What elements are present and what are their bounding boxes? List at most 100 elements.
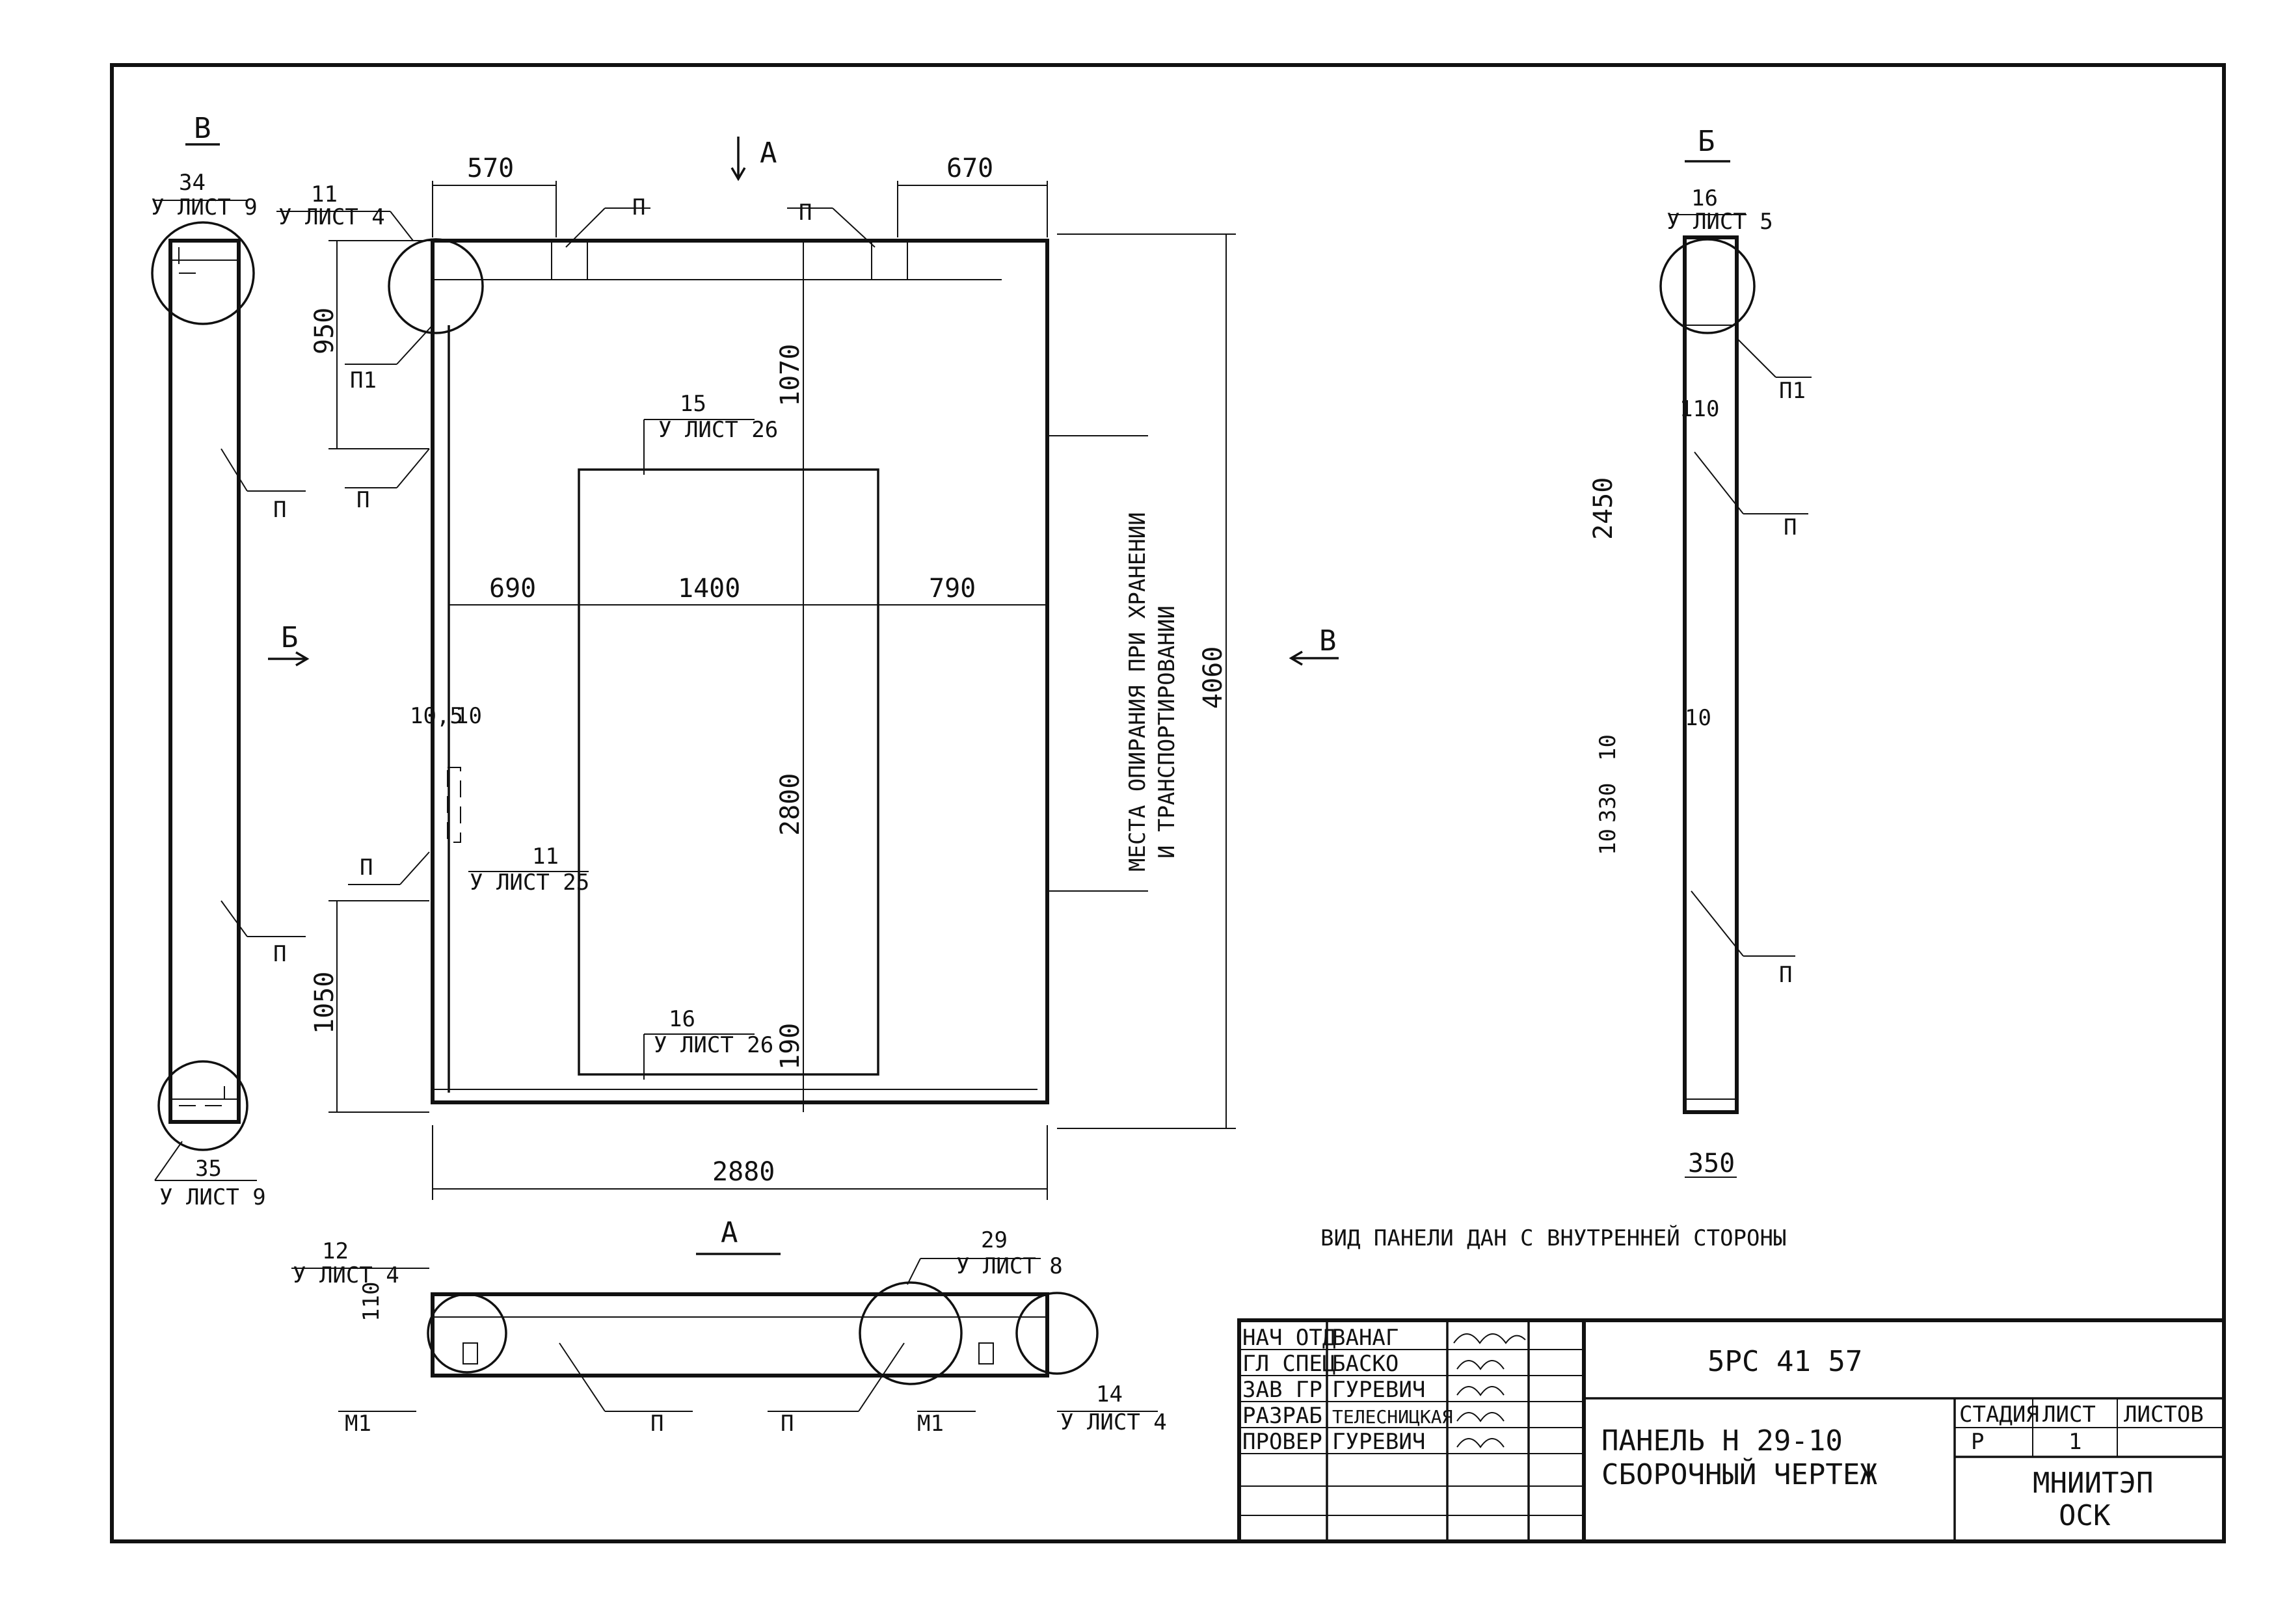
callout-34-ref: У ЛИСТ 9: [151, 194, 258, 220]
dim-10-left: 10: [455, 703, 482, 729]
dim-670: 670: [946, 153, 993, 183]
dim-side-330: 330: [1595, 783, 1621, 823]
callout-29-num: 29: [981, 1227, 1008, 1253]
callout-16b-ref: У ЛИСТ 5: [1667, 209, 1773, 235]
dim-790: 790: [929, 574, 976, 604]
signature-0: [1453, 1333, 1526, 1344]
mark-p-m4: П: [360, 855, 373, 881]
callout-11b-ref: У ЛИСТ 25: [470, 870, 589, 896]
detail-circle-11: [388, 238, 484, 334]
role-1: ГЛ СПЕЦ: [1242, 1351, 1335, 1377]
view-v-outline: [168, 239, 241, 1124]
view-a-mark: А: [721, 1216, 738, 1249]
dim-sec-110: 110: [358, 1282, 384, 1322]
callout-15-num: 15: [680, 391, 706, 417]
signature-3: [1456, 1412, 1505, 1422]
arrow-v-mark: В: [1319, 624, 1337, 658]
callout-16-ref: У ЛИСТ 26: [654, 1032, 773, 1058]
mark-p1-m: П1: [350, 367, 377, 393]
dim-side-10b: 10: [1595, 734, 1621, 761]
section-a-outline: [431, 1292, 1049, 1378]
callout-12-num: 12: [322, 1238, 349, 1264]
dim-570: 570: [467, 153, 514, 183]
callout-16b-num: 16: [1691, 185, 1718, 211]
callout-11-num: 11: [311, 181, 338, 207]
role-2: ЗАВ ГР: [1242, 1377, 1322, 1403]
view-v-mark: В: [194, 112, 211, 145]
mark-m1-right: М1: [917, 1411, 944, 1437]
dim-190: 190: [775, 1023, 805, 1070]
dim-1400: 1400: [678, 574, 740, 604]
sheet-label: ЛИСТ: [2042, 1402, 2096, 1428]
callout-14-ref: У ЛИСТ 4: [1060, 1409, 1167, 1435]
name-0: ВАНАГ: [1332, 1325, 1399, 1351]
view-v: В П П 34 У ЛИСТ 9 35 У ЛИСТ 9 Б: [151, 112, 310, 1210]
dim-2800: 2800: [775, 773, 805, 836]
mark-m1-left: М1: [345, 1411, 371, 1437]
support-note-line1: МЕСТА ОПИРАНИЯ ПРИ ХРАНЕНИИ: [1125, 512, 1151, 872]
dim-950: 950: [310, 308, 340, 354]
view-b-outline: [1683, 235, 1739, 1114]
mark-p-m1: П: [632, 194, 645, 220]
mark-p-v2: П: [273, 941, 286, 967]
door-opening: [578, 468, 879, 1076]
view-b: Б 16 У ЛИСТ 5 П1 П П 110 2450 10 10 330 …: [1588, 125, 1812, 1178]
dim-2880: 2880: [712, 1157, 775, 1187]
org-line2: ОСК: [2059, 1499, 2111, 1532]
view-caption: ВИД ПАНЕЛИ ДАН С ВНУТРЕННЕЙ СТОРОНЫ: [1320, 1225, 1786, 1251]
stage-label: СТАДИЯ: [1959, 1402, 2039, 1428]
sheets-label: ЛИСТОВ: [2124, 1402, 2204, 1428]
callout-35-num: 35: [195, 1156, 222, 1182]
dim-105: 10,5: [410, 703, 463, 729]
mark-p-m3: П: [356, 487, 369, 513]
org-line1: МНИИТЭП: [2033, 1467, 2153, 1500]
role-3: РАЗРАБ: [1242, 1403, 1322, 1429]
name-1: БАСКО: [1332, 1351, 1399, 1377]
signature-2: [1456, 1386, 1505, 1396]
sheet-frame: [110, 63, 2226, 1543]
main-view: 570 670 А 950 1050 1070 2800 190 690 140…: [276, 137, 1339, 1200]
dim-690: 690: [489, 574, 536, 604]
arrow-a-mark: А: [760, 137, 777, 170]
role-0: НАЧ ОТД: [1242, 1325, 1335, 1351]
dim-1070: 1070: [775, 344, 805, 406]
dim-side-10a: 10: [1685, 705, 1711, 731]
detail-circle-34: [151, 221, 255, 325]
name-2: ГУРЕВИЧ: [1332, 1377, 1425, 1403]
doc-title-line2: СБОРОЧНЫЙ ЧЕРТЕЖ: [1601, 1457, 1877, 1491]
detail-circle-35: [157, 1060, 248, 1151]
dim-side-110: 110: [1680, 396, 1719, 422]
dim-side-10c: 10: [1595, 829, 1621, 855]
detail-circle-29: [859, 1281, 963, 1385]
callout-11b-num: 11: [532, 844, 559, 870]
role-4: ПРОВЕР: [1242, 1429, 1322, 1455]
callout-35-ref: У ЛИСТ 9: [159, 1184, 266, 1210]
doc-title-line1: ПАНЕЛЬ Н 29-10: [1601, 1424, 1843, 1458]
mark-p-m2: П: [799, 200, 812, 226]
sheet-value: 1: [2068, 1429, 2082, 1455]
signature-1: [1456, 1360, 1505, 1370]
detail-circle-12: [427, 1293, 507, 1374]
section-a: А 12 У ЛИСТ 4 29 У ЛИСТ 8 14 У ЛИСТ 4 11…: [291, 1216, 1167, 1437]
mark-p-b2: П: [1779, 962, 1792, 988]
mark-p-b1: П: [1784, 514, 1797, 540]
name-3: ТЕЛЕСНИЦКАЯ: [1332, 1406, 1452, 1428]
dim-side-350: 350: [1688, 1149, 1735, 1178]
dim-4060: 4060: [1198, 646, 1228, 709]
dim-1050: 1050: [310, 972, 340, 1034]
mark-p1-b: П1: [1779, 378, 1806, 404]
callout-14-num: 14: [1096, 1381, 1123, 1407]
signature-4: [1456, 1438, 1505, 1448]
stage-value: Р: [1971, 1429, 1984, 1455]
support-note-line2: И ТРАНСПОРТИРОВАНИИ: [1154, 606, 1180, 859]
mark-p-a1: П: [650, 1411, 663, 1437]
callout-34-num: 34: [179, 170, 206, 196]
title-block: НАЧ ОТД ГЛ СПЕЦ ЗАВ ГР РАЗРАБ ПРОВЕР ВАН…: [1237, 1318, 2226, 1543]
view-b-mark: Б: [1698, 125, 1715, 158]
arrow-b-mark: Б: [281, 621, 299, 654]
dim-side-2450: 2450: [1588, 477, 1618, 540]
callout-12-ref: У ЛИСТ 4: [293, 1262, 399, 1288]
detail-circle-16: [1659, 238, 1756, 334]
